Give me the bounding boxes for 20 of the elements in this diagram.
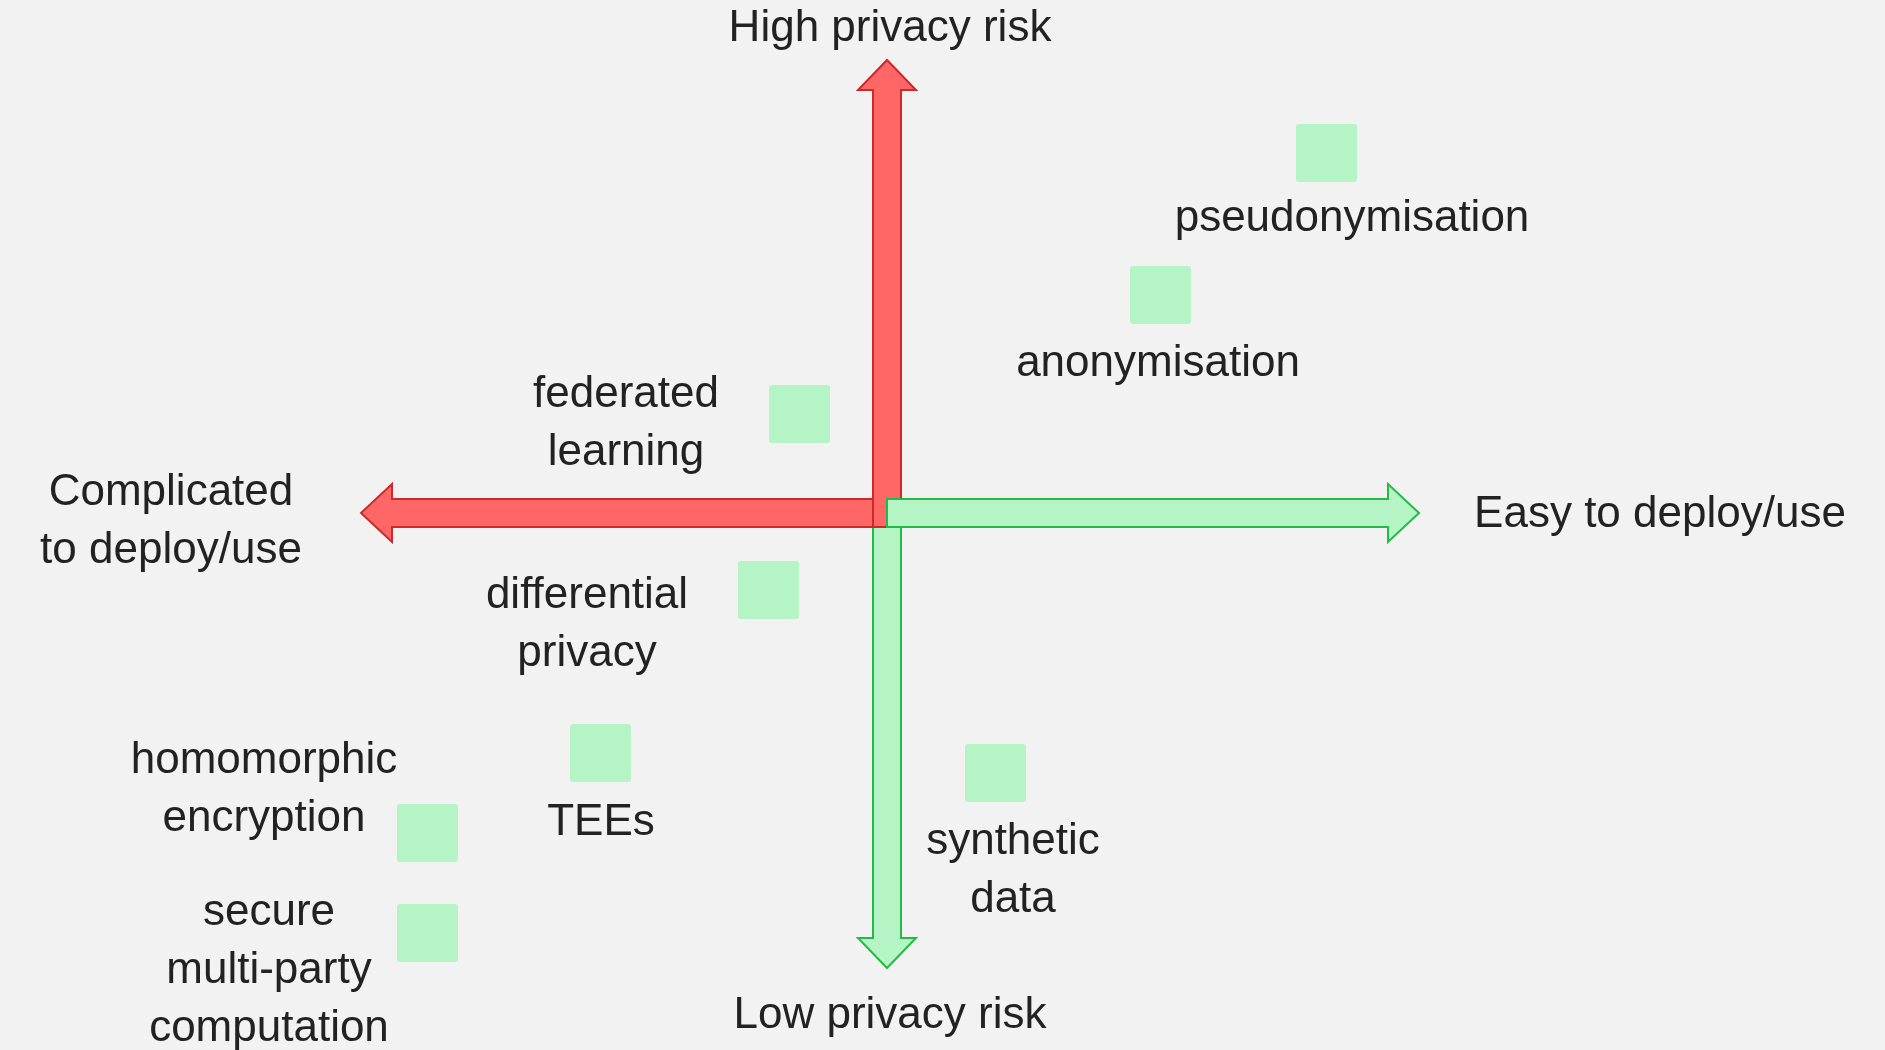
technique-marker	[965, 744, 1026, 802]
technique-label: federated learning	[532, 366, 720, 476]
axis-label: Easy to deploy/use	[1474, 486, 1846, 538]
technique-label: pseudonymisation	[1173, 190, 1531, 242]
technique-label: differential privacy	[484, 567, 690, 677]
technique-marker	[570, 724, 631, 782]
axis-label: Complicated to deploy/use	[39, 464, 303, 574]
axis-label: High privacy risk	[728, 0, 1052, 52]
technique-marker	[738, 561, 799, 619]
technique-label: anonymisation	[1015, 335, 1301, 387]
technique-marker	[1130, 266, 1191, 324]
technique-marker	[1296, 124, 1357, 182]
axis-label: Low privacy risk	[733, 987, 1047, 1039]
technique-marker	[769, 385, 830, 443]
technique-marker	[397, 904, 458, 962]
technique-label: secure multi-party computation	[148, 884, 390, 1050]
technique-label: synthetic data	[925, 813, 1101, 923]
technique-marker	[397, 804, 458, 862]
technique-label: homomorphic encryption	[129, 732, 399, 842]
technique-label: TEEs	[546, 794, 656, 846]
